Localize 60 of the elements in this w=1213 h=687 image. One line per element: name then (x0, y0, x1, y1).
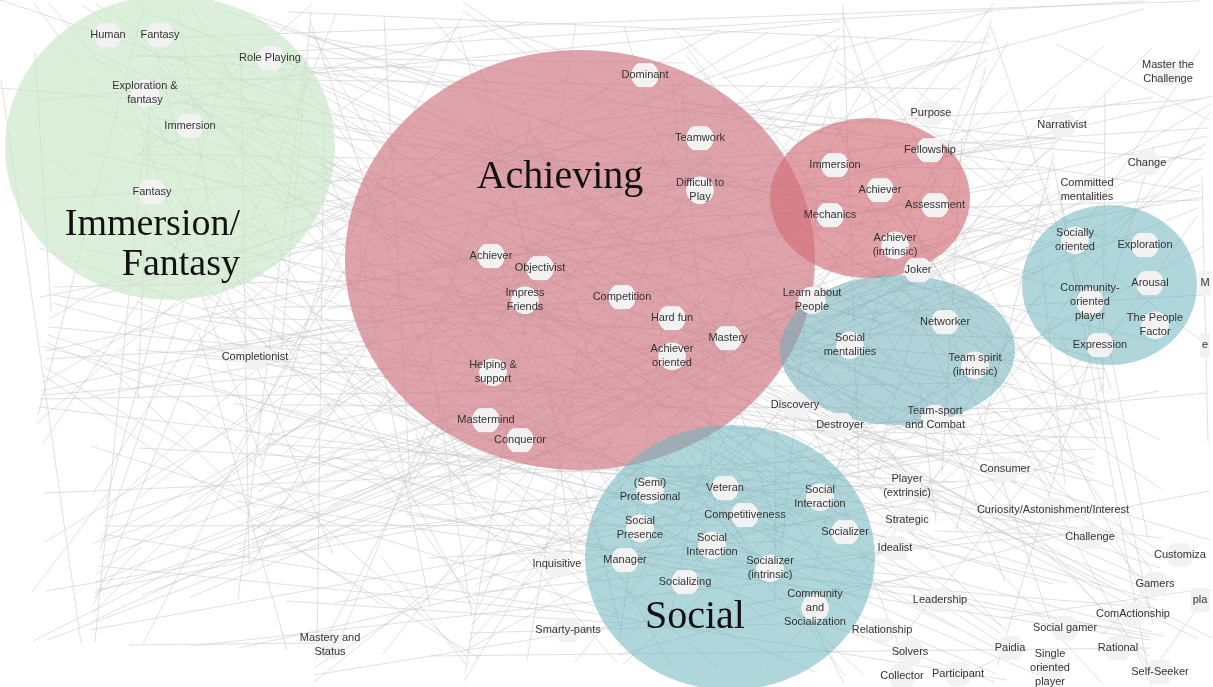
network-node: Narrativist (1035, 113, 1089, 137)
network-node: Socializing (656, 570, 714, 594)
network-node: Expression (1070, 333, 1130, 357)
network-node: Competitiveness (702, 503, 788, 527)
network-node: Social gamer (1030, 616, 1100, 640)
network-node: Role Playing (237, 46, 303, 70)
network-node: Completionist (219, 345, 291, 369)
network-node: Purpose (908, 101, 954, 125)
network-node: Human (88, 23, 128, 47)
network-node: Teamwork (672, 126, 728, 150)
network-node: Discovery (768, 393, 822, 417)
network-node: Participant (930, 662, 986, 686)
network-node: Fantasy (130, 180, 174, 204)
network-node: Competition (590, 285, 654, 309)
network-node: M (1198, 271, 1212, 295)
network-node: Gamers (1133, 572, 1177, 596)
network-node: Socializer (819, 520, 871, 544)
network-node: Achiever (856, 178, 904, 202)
network-node: Manager (601, 548, 649, 572)
network-node: Arousal (1129, 271, 1171, 295)
network-node: Collector (878, 664, 926, 687)
cluster-circle (5, 0, 335, 300)
network-node: Leadership (910, 588, 970, 612)
network-node: Relationship (849, 618, 915, 642)
network-node: Mastermind (455, 408, 517, 432)
network-node: pla (1190, 588, 1210, 612)
network-node: Fellowship (902, 138, 958, 162)
network-node: Exploration (1115, 233, 1175, 257)
network-node: Joker (902, 258, 934, 282)
network-node: Networker (917, 310, 973, 334)
network-node: Rational (1095, 636, 1141, 660)
network-node: Dominant (619, 63, 671, 87)
network-node: Assessment (903, 193, 967, 217)
network-node: ComActionship (1094, 602, 1172, 626)
network-node: e (1199, 333, 1211, 357)
cluster-circle (1022, 205, 1197, 365)
network-node: Mastery (706, 326, 750, 350)
network-node: Consumer (977, 457, 1033, 481)
network-node: Fantasy (138, 23, 182, 47)
network-node: Veteran (704, 476, 746, 500)
network-node: Smarty-pants (533, 618, 603, 642)
network-node: Curiosity/Astonishment/Interest (974, 498, 1132, 522)
network-node: Solvers (889, 640, 931, 664)
network-node: Achiever (467, 244, 515, 268)
network-node: Immersion (162, 114, 218, 138)
network-node: Destroyer (814, 413, 866, 437)
network-node: Idealist (875, 536, 915, 560)
cluster-circle (770, 118, 970, 278)
network-node: Change (1125, 151, 1169, 175)
cluster-title: Immersion/ Fantasy (63, 203, 240, 283)
network-node: Strategic (883, 508, 931, 532)
network-node: Self-Seeker (1129, 660, 1191, 684)
network-node: Hard fun (648, 306, 696, 330)
network-node: Customiza (1152, 543, 1208, 567)
network-node: Inquisitive (530, 552, 584, 576)
network-node: Conqueror (492, 428, 548, 452)
network-node: Paidia (992, 636, 1028, 660)
network-node: Challenge (1063, 525, 1117, 549)
network-node: Immersion (807, 153, 863, 177)
network-node: Objectivist (512, 256, 568, 280)
